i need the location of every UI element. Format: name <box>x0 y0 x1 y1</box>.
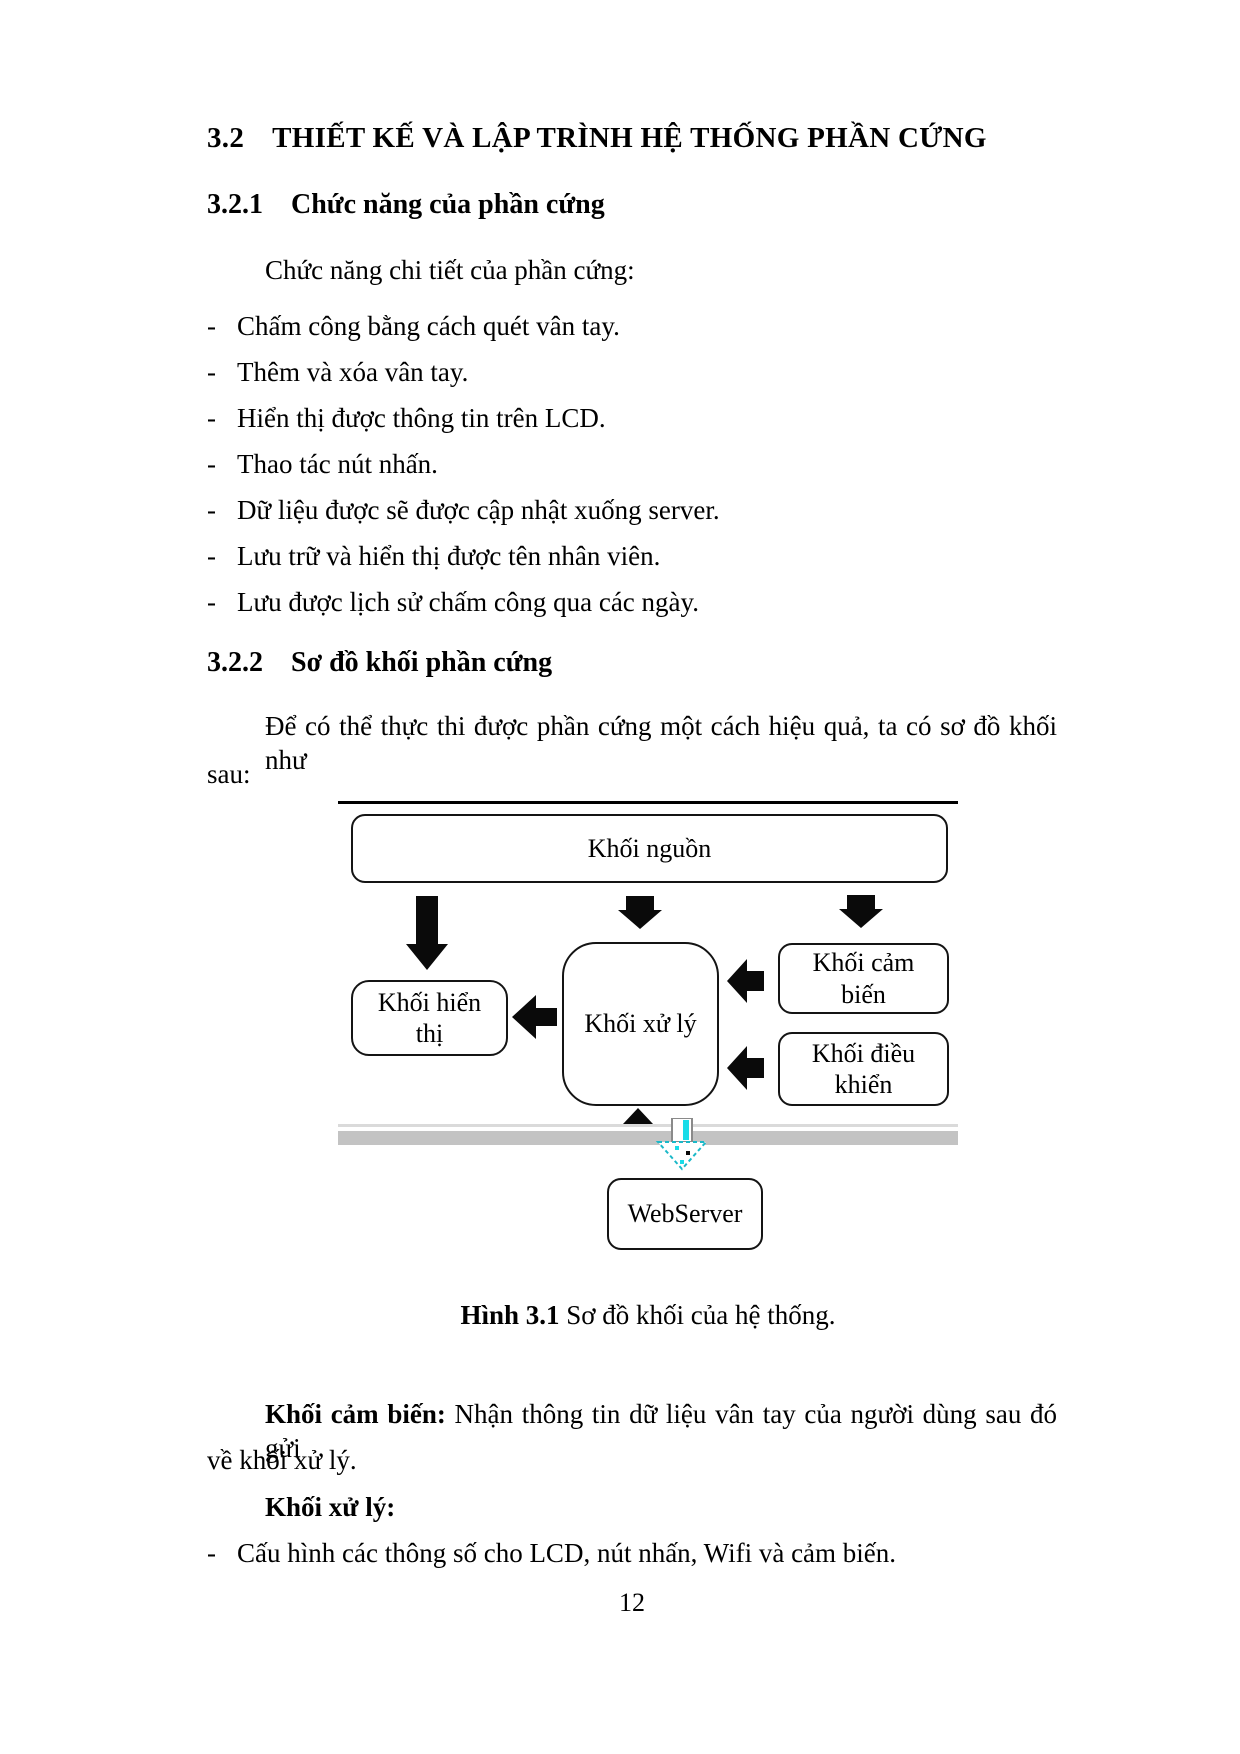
caption-text: Sơ đồ khối của hệ thống. <box>559 1300 836 1330</box>
caption-label: Hình 3.1 <box>460 1300 560 1330</box>
section-number: 3.2.2 <box>207 647 263 678</box>
section-heading-3-2-2: 3.2.2 Sơ đồ khối phần cứng <box>207 645 552 680</box>
list-item-text: Dữ liệu được sẽ được cập nhật xuống serv… <box>237 495 720 525</box>
bullet-dash: - <box>207 1538 216 1568</box>
page-number: 12 <box>619 1588 645 1617</box>
webserver-link-arrow-icon <box>655 1118 709 1171</box>
control-block-label: Khối điều khiển <box>811 1038 916 1099</box>
sensor-desc-lead: Khối cảm biến: <box>265 1399 446 1429</box>
list-item-text: Chấm công bằng cách quét vân tay. <box>237 311 620 341</box>
processor-block: Khối xử lý <box>562 942 719 1106</box>
webserver-block-label: WebServer <box>627 1199 743 1229</box>
display-block-label: Khối hiển thị <box>377 987 482 1048</box>
bullet-dash: - <box>207 541 216 571</box>
bullet-dash: - <box>207 403 216 433</box>
section-title: Chức năng của phần cứng <box>291 189 605 220</box>
power-block-label: Khối nguồn <box>587 833 712 863</box>
power-block: Khối nguồn <box>351 814 948 883</box>
webserver-block: WebServer <box>607 1178 763 1250</box>
bullet-dash: - <box>207 449 216 479</box>
intro-paragraph: Chức năng chi tiết của phần cứng: <box>265 255 635 285</box>
functions-list: -Chấm công bằng cách quét vân tay. -Thêm… <box>207 310 720 632</box>
list-item: -Hiển thị được thông tin trên LCD. <box>207 402 720 448</box>
processor-block-label: Khối xử lý <box>584 1009 697 1039</box>
sensor-desc-line2: về khối xử lý. <box>207 1445 357 1475</box>
list-item-text: Thao tác nút nhấn. <box>237 449 438 479</box>
section-number: 3.2.1 <box>207 189 263 220</box>
section-heading-3-2-1: 3.2.1 Chức năng của phần cứng <box>207 187 605 222</box>
section-heading-3-2: 3.2 THIẾT KẾ VÀ LẬP TRÌNH HỆ THỐNG PHẦN C… <box>207 120 987 156</box>
section-title: Sơ đồ khối phần cứng <box>291 647 553 678</box>
list-item: -Chấm công bằng cách quét vân tay. <box>207 310 720 356</box>
sensor-block-label: Khối cảm biến <box>812 948 915 1009</box>
bus-line <box>338 1124 958 1127</box>
section-title: THIẾT KẾ VÀ LẬP TRÌNH HỆ THỐNG PHẦN CỨNG <box>272 122 987 154</box>
paragraph-322-line1: Để có thể thực thi được phần cứng một cá… <box>265 711 1057 775</box>
left-arrow-icon <box>727 959 764 1003</box>
list-item-text: Thêm và xóa vân tay. <box>237 357 469 387</box>
control-block: Khối điều khiển <box>778 1032 949 1106</box>
processor-desc-item: -Cấu hình các thông số cho LCD, nút nhấn… <box>207 1537 896 1571</box>
down-arrow-icon <box>839 895 883 928</box>
list-item: -Thêm và xóa vân tay. <box>207 356 720 402</box>
down-arrow-icon <box>406 896 448 970</box>
list-item-text: Hiển thị được thông tin trên LCD. <box>237 403 606 433</box>
left-arrow-icon <box>727 1046 764 1090</box>
up-triangle-icon <box>623 1108 653 1124</box>
down-arrow-icon <box>618 896 662 929</box>
bullet-dash: - <box>207 495 216 525</box>
figure-top-rule <box>338 801 958 804</box>
processor-desc-item-text: Cấu hình các thông số cho LCD, nút nhấn,… <box>237 1538 897 1568</box>
bullet-dash: - <box>207 587 216 617</box>
bus-bar <box>338 1131 958 1145</box>
paragraph-322-line2: sau: <box>207 759 251 789</box>
figure-caption: Hình 3.1 Sơ đồ khối của hệ thống. <box>338 1300 958 1331</box>
list-item-text: Lưu trữ và hiển thị được tên nhân viên. <box>237 541 661 571</box>
display-block: Khối hiển thị <box>351 980 508 1056</box>
list-item: -Lưu được lịch sử chấm công qua các ngày… <box>207 586 720 632</box>
sensor-desc-rest: Nhận thông tin dữ liệu vân tay của người… <box>265 1399 1057 1463</box>
list-item: -Dữ liệu được sẽ được cập nhật xuống ser… <box>207 494 720 540</box>
bullet-dash: - <box>207 357 216 387</box>
bullet-dash: - <box>207 311 216 341</box>
processor-desc-heading: Khối xử lý: <box>265 1492 396 1522</box>
list-item: -Thao tác nút nhấn. <box>207 448 720 494</box>
sensor-desc-line1: Khối cảm biến: Nhận thông tin dữ liệu vâ… <box>265 1398 1057 1466</box>
section-number: 3.2 <box>207 122 245 154</box>
sensor-block: Khối cảm biến <box>778 943 949 1014</box>
left-arrow-icon <box>512 995 557 1039</box>
list-item-text: Lưu được lịch sử chấm công qua các ngày. <box>237 587 700 617</box>
list-item: -Lưu trữ và hiển thị được tên nhân viên. <box>207 540 720 586</box>
